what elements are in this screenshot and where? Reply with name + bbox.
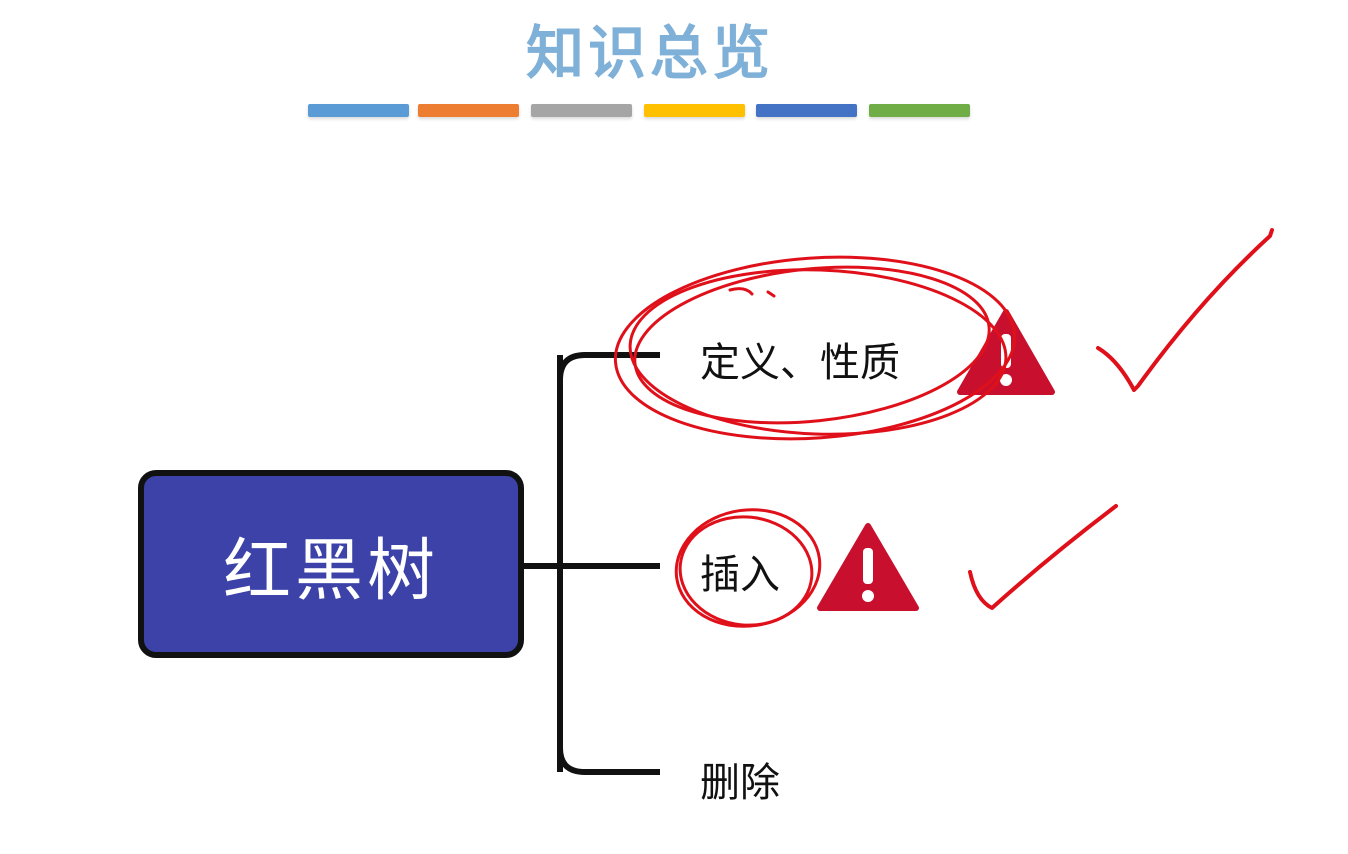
check-icon bbox=[1096, 228, 1274, 392]
branch-label-definition: 定义、性质 bbox=[700, 340, 900, 386]
connector-branch-3 bbox=[557, 747, 660, 775]
annotation-circle-insert bbox=[674, 508, 822, 628]
color-bar-5 bbox=[756, 104, 857, 117]
warning-icon bbox=[817, 523, 919, 611]
color-bar-2 bbox=[418, 104, 519, 117]
color-bar-3 bbox=[531, 104, 632, 117]
connector-branch-1 bbox=[557, 352, 660, 381]
branch-label-insert: 插入 bbox=[700, 552, 780, 598]
root-node: 红黑树 bbox=[138, 470, 524, 658]
page-title: 知识总览 bbox=[525, 19, 774, 87]
color-bar-4 bbox=[644, 104, 745, 117]
branch-label-delete: 删除 bbox=[700, 760, 780, 806]
color-bar-6 bbox=[869, 104, 970, 117]
check-icon bbox=[968, 504, 1118, 610]
root-label: 红黑树 bbox=[222, 531, 439, 611]
annotation-circle-definition bbox=[613, 255, 1017, 441]
color-bar-1 bbox=[308, 104, 409, 117]
